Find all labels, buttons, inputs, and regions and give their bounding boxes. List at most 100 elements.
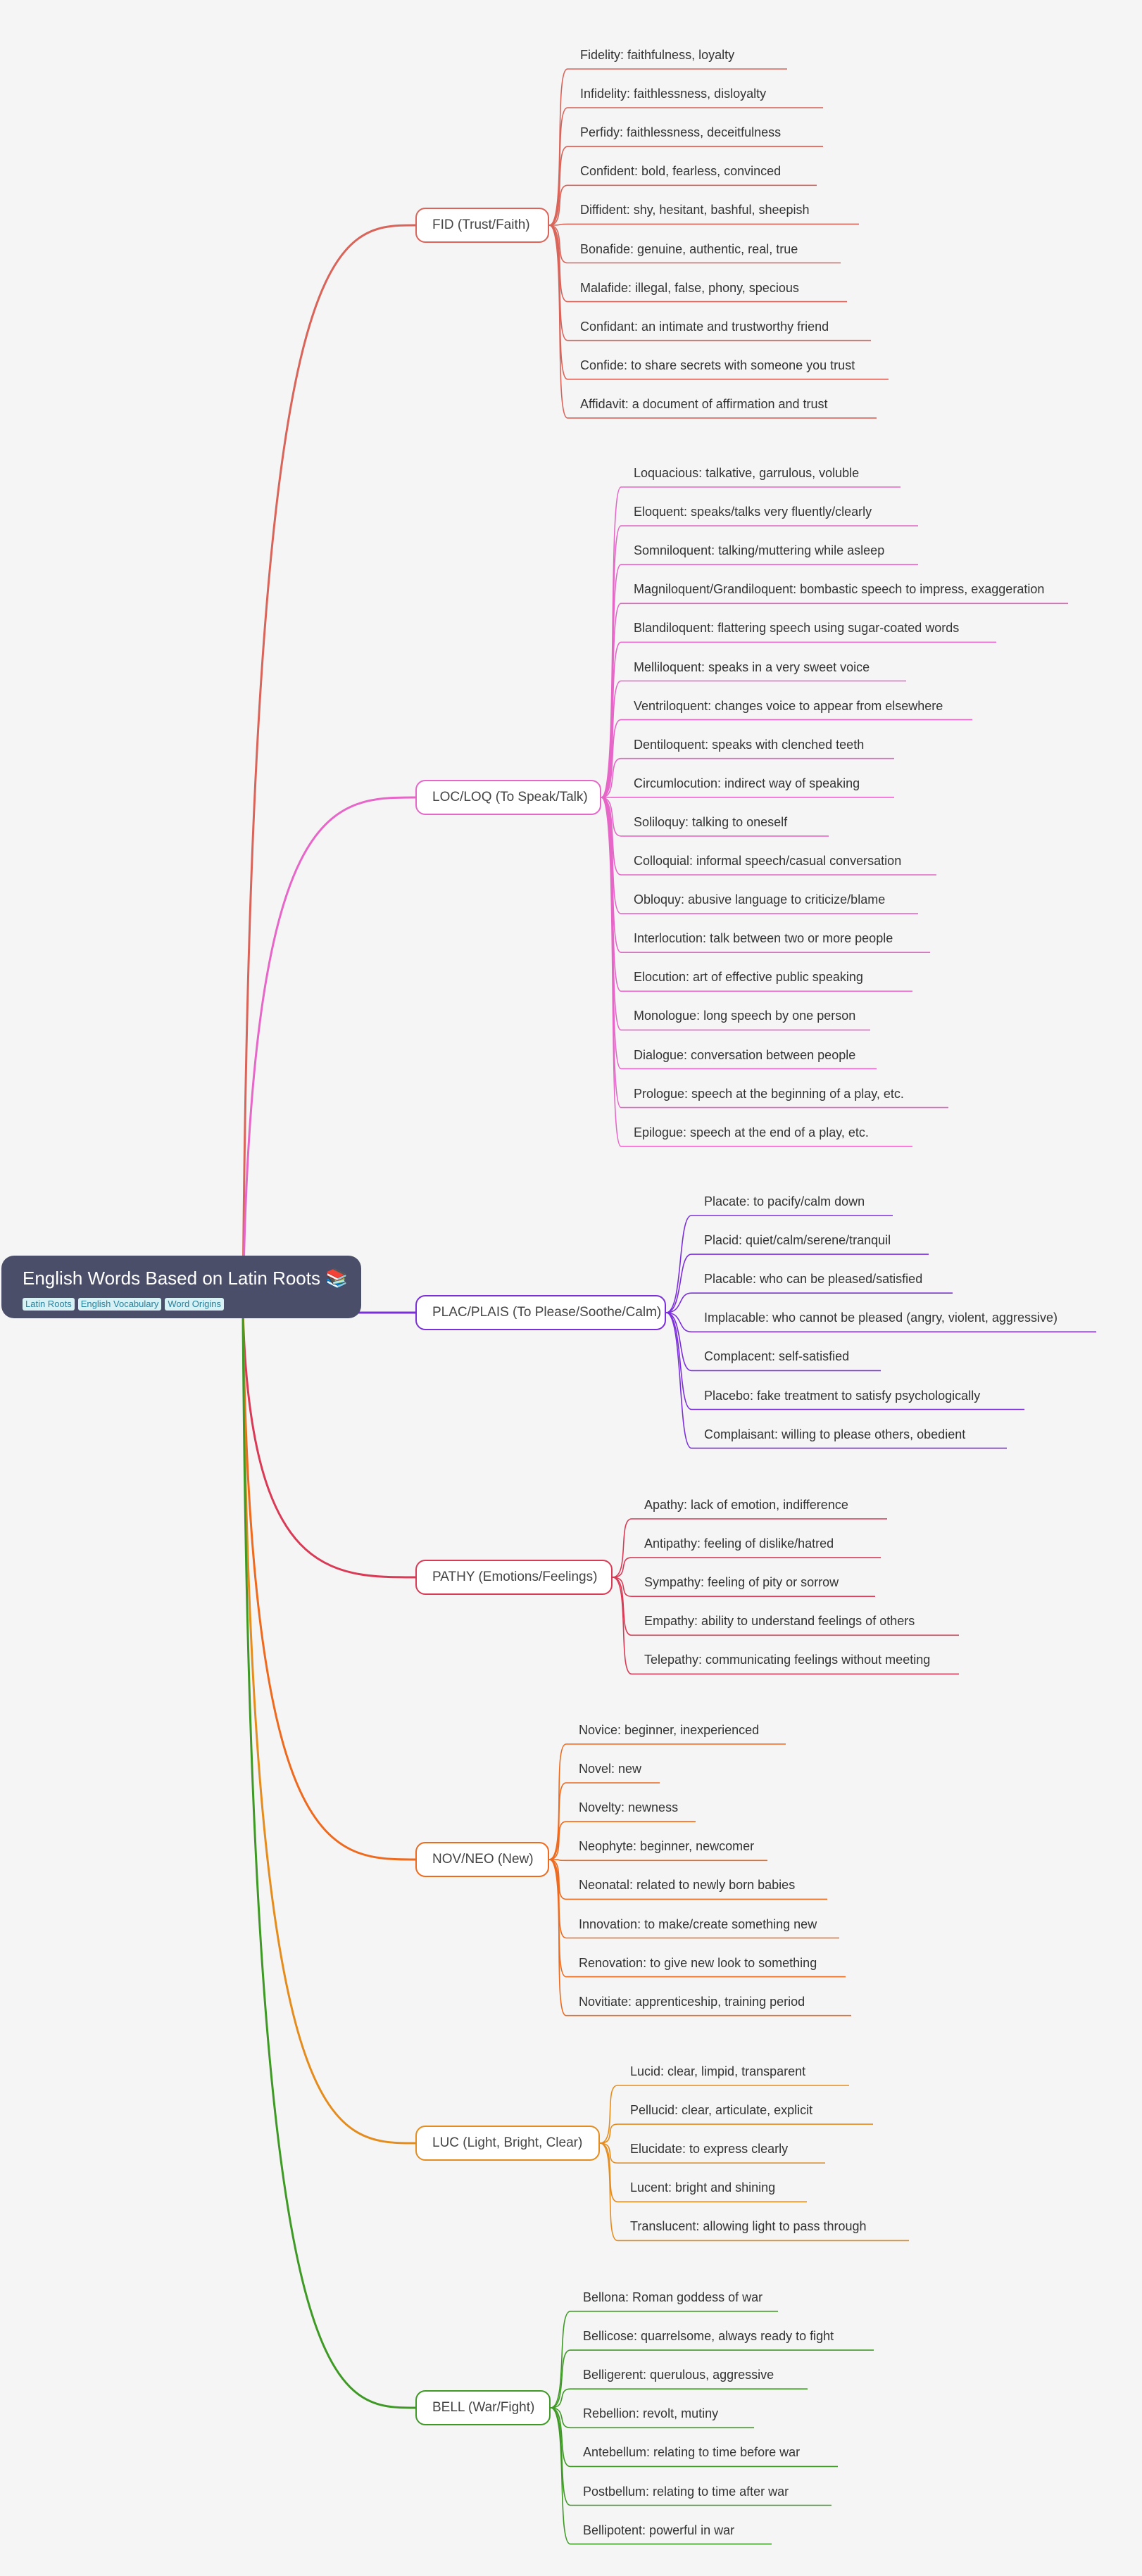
leaf-plac-plais[interactable]: Complacent: self-satisfied xyxy=(704,1349,850,1364)
branch-node-pathy[interactable]: PATHY (Emotions/Feelings) xyxy=(415,1560,613,1595)
leaf-bell[interactable]: Postbellum: relating to time after war xyxy=(583,2484,789,2499)
leaf-nov-neo[interactable]: Renovation: to give new look to somethin… xyxy=(579,1955,817,1970)
leaf-fid[interactable]: Confident: bold, fearless, convinced xyxy=(580,164,782,179)
leaf-plac-plais[interactable]: Placable: who can be pleased/satisfied xyxy=(704,1272,923,1287)
leaf-connector-loc-loq xyxy=(601,719,972,798)
leaf-connector-bell xyxy=(550,2407,832,2506)
leaf-bell[interactable]: Bellicose: quarrelsome, always ready to … xyxy=(583,2329,834,2344)
leaf-luc[interactable]: Pellucid: clear, articulate, explicit xyxy=(630,2103,813,2118)
leaf-luc[interactable]: Lucent: bright and shining xyxy=(630,2180,776,2195)
root-branch-connector-bell xyxy=(241,1310,416,2409)
tag-word-origins[interactable]: Word Origins xyxy=(165,1298,224,1311)
branch-node-loc-loq[interactable]: LOC/LOQ (To Speak/Talk) xyxy=(415,780,601,815)
leaf-fid[interactable]: Fidelity: faithfulness, loyalty xyxy=(580,48,735,62)
leaf-plac-plais[interactable]: Placate: to pacify/calm down xyxy=(704,1194,865,1208)
leaf-loc-loq[interactable]: Circumlocution: indirect way of speaking xyxy=(634,776,860,790)
leaf-pathy[interactable]: Empathy: ability to understand feelings … xyxy=(644,1614,915,1629)
leaf-connector-fid xyxy=(548,184,817,226)
leaf-loc-loq[interactable]: Ventriloquent: changes voice to appear f… xyxy=(634,698,943,713)
leaf-loc-loq[interactable]: Soliloquy: talking to oneself xyxy=(634,814,788,829)
leaf-nov-neo[interactable]: Novel: new xyxy=(579,1762,642,1776)
leaf-bell[interactable]: Antebellum: relating to time before war xyxy=(583,2445,801,2460)
leaf-loc-loq[interactable]: Dentiloquent: speaks with clenched teeth xyxy=(634,737,865,752)
root-branch-connector-pathy xyxy=(241,1310,416,1579)
leaf-loc-loq[interactable]: Eloquent: speaks/talks very fluently/cle… xyxy=(634,505,872,519)
root-node[interactable]: English Words Based on Latin Roots 📚 Lat… xyxy=(1,1256,361,1318)
leaf-nov-neo[interactable]: Neonatal: related to newly born babies xyxy=(579,1878,796,1893)
leaf-loc-loq[interactable]: Epilogue: speech at the end of a play, e… xyxy=(634,1125,869,1139)
leaf-loc-loq[interactable]: Interlocution: talk between two or more … xyxy=(634,931,893,946)
branch-node-plac-plais[interactable]: PLAC/PLAIS (To Please/Soothe/Calm) xyxy=(415,1295,666,1330)
leaf-bell[interactable]: Bellipotent: powerful in war xyxy=(583,2523,735,2537)
leaf-nov-neo[interactable]: Novelty: newness xyxy=(579,1800,679,1815)
leaf-nov-neo[interactable]: Novice: beginner, inexperienced xyxy=(579,1723,760,1737)
leaf-connector-nov-neo xyxy=(548,1743,786,1860)
leaf-connector-fid xyxy=(548,225,877,419)
leaf-connector-fid xyxy=(548,107,823,226)
leaf-nov-neo[interactable]: Innovation: to make/create something new xyxy=(579,1917,817,1931)
leaf-plac-plais[interactable]: Placid: quiet/calm/serene/tranquil xyxy=(704,1233,891,1248)
leaf-bell[interactable]: Bellona: Roman goddess of war xyxy=(583,2290,763,2304)
leaf-connector-fid xyxy=(548,68,787,226)
branch-node-nov-neo[interactable]: NOV/NEO (New) xyxy=(415,1842,549,1877)
leaf-loc-loq[interactable]: Magniloquent/Grandiloquent: bombastic sp… xyxy=(634,582,1045,597)
leaf-loc-loq[interactable]: Dialogue: conversation between people xyxy=(634,1047,856,1062)
tag-list: Latin Roots English Vocabulary Word Orig… xyxy=(23,1298,340,1311)
leaf-loc-loq[interactable]: Colloquial: informal speech/casual conve… xyxy=(634,854,902,868)
leaf-pathy[interactable]: Antipathy: feeling of dislike/hatred xyxy=(644,1536,834,1551)
leaf-loc-loq[interactable]: Blandiloquent: flattering speech using s… xyxy=(634,621,960,636)
branch-node-luc[interactable]: LUC (Light, Bright, Clear) xyxy=(415,2126,600,2161)
tag-latin-roots[interactable]: Latin Roots xyxy=(23,1298,75,1311)
branch-node-bell[interactable]: BELL (War/Fight) xyxy=(415,2390,551,2425)
leaf-connector-bell xyxy=(550,2407,772,2545)
leaf-loc-loq[interactable]: Prologue: speech at the beginning of a p… xyxy=(634,1086,904,1101)
leaf-fid[interactable]: Affidavit: a document of affirmation and… xyxy=(580,396,828,411)
leaf-pathy[interactable]: Apathy: lack of emotion, indifference xyxy=(644,1498,848,1512)
leaf-loc-loq[interactable]: Loquacious: talkative, garrulous, volubl… xyxy=(634,466,860,480)
leaf-plac-plais[interactable]: Placebo: fake treatment to satisfy psych… xyxy=(704,1388,981,1403)
leaf-connector-nov-neo xyxy=(548,1821,696,1860)
leaf-pathy[interactable]: Telepathy: communicating feelings withou… xyxy=(644,1653,931,1667)
leaf-connector-fid xyxy=(548,225,841,264)
leaf-loc-loq[interactable]: Obloquy: abusive language to criticize/b… xyxy=(634,892,886,907)
leaf-fid[interactable]: Diffident: shy, hesitant, bashful, sheep… xyxy=(580,203,810,217)
root-branch-connector-fid xyxy=(241,224,416,1311)
tag-english-vocabulary[interactable]: English Vocabulary xyxy=(77,1298,162,1311)
leaf-loc-loq[interactable]: Monologue: long speech by one person xyxy=(634,1009,856,1023)
leaf-luc[interactable]: Elucidate: to express clearly xyxy=(630,2142,789,2157)
leaf-connector-fid xyxy=(548,146,823,226)
leaf-fid[interactable]: Infidelity: faithlessness, disloyalty xyxy=(580,87,767,101)
leaf-loc-loq[interactable]: Somniloquent: talking/muttering while as… xyxy=(634,543,885,558)
leaf-loc-loq[interactable]: Elocution: art of effective public speak… xyxy=(634,970,863,985)
leaf-luc[interactable]: Translucent: allowing light to pass thro… xyxy=(630,2219,867,2234)
leaf-pathy[interactable]: Sympathy: feeling of pity or sorrow xyxy=(644,1575,839,1590)
leaf-loc-loq[interactable]: Melliloquent: speaks in a very sweet voi… xyxy=(634,659,870,674)
leaf-connector-luc xyxy=(599,2123,873,2144)
leaf-connector-fid xyxy=(548,223,859,226)
leaf-fid[interactable]: Bonafide: genuine, authentic, real, true xyxy=(580,241,798,256)
leaf-fid[interactable]: Perfidy: faithlessness, deceitfulness xyxy=(580,125,782,140)
leaf-bell[interactable]: Belligerent: querulous, aggressive xyxy=(583,2368,774,2382)
root-title: English Words Based on Latin Roots 📚 xyxy=(23,1268,349,1289)
leaf-connector-loc-loq xyxy=(601,797,936,876)
leaf-connector-luc xyxy=(599,2142,825,2164)
leaf-connector-bell xyxy=(550,2349,874,2408)
leaf-bell[interactable]: Rebellion: revolt, mutiny xyxy=(583,2406,719,2421)
leaf-connector-bell xyxy=(550,2388,808,2408)
leaf-fid[interactable]: Confide: to share secrets with someone y… xyxy=(580,358,855,372)
leaf-connector-pathy xyxy=(612,1577,959,1675)
leaf-plac-plais[interactable]: Complaisant: willing to please others, o… xyxy=(704,1427,966,1441)
leaf-connector-loc-loq xyxy=(601,641,996,798)
leaf-fid[interactable]: Confidant: an intimate and trustworthy f… xyxy=(580,319,829,334)
leaf-nov-neo[interactable]: Neophyte: beginner, newcomer xyxy=(579,1839,755,1854)
branch-node-fid[interactable]: FID (Trust/Faith) xyxy=(415,208,549,243)
leaf-connector-bell xyxy=(550,2407,838,2468)
leaf-connector-pathy xyxy=(612,1557,881,1578)
leaf-nov-neo[interactable]: Novitiate: apprenticeship, training peri… xyxy=(579,1994,805,2009)
leaf-connector-bell xyxy=(550,2311,778,2408)
leaf-fid[interactable]: Malafide: illegal, false, phony, speciou… xyxy=(580,280,799,295)
leaf-plac-plais[interactable]: Implacable: who cannot be pleased (angry… xyxy=(704,1311,1058,1325)
leaf-luc[interactable]: Lucid: clear, limpid, transparent xyxy=(630,2064,806,2078)
